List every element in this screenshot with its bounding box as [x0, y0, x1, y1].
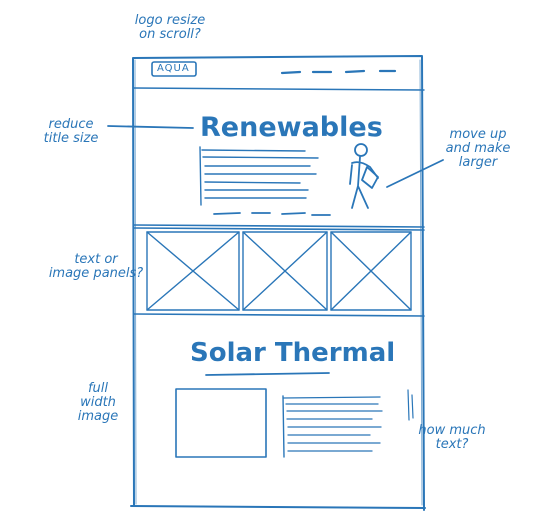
pointer-reduce-title [107, 125, 194, 129]
hero-title: Renewables [200, 112, 383, 143]
logo-box [151, 61, 197, 77]
image-panel [146, 231, 240, 311]
image-panel [242, 231, 328, 311]
image-panel [330, 231, 412, 311]
header-divider [133, 87, 425, 91]
annotation-reduce-title: reduce title size [43, 117, 99, 146]
panels-band [133, 224, 425, 317]
section-underline [205, 372, 330, 376]
annotation-logo-resize: logo resize on scroll? [134, 13, 206, 42]
page-frame [130, 55, 426, 511]
nav-links [280, 69, 397, 75]
section-title: Solar Thermal [190, 338, 396, 368]
pointer-move-up [386, 159, 444, 188]
stick-figure-icon [349, 143, 379, 209]
annotation-panels: text or image panels? [48, 252, 144, 281]
hero-link-dashes [213, 212, 331, 216]
annotation-move-up: move up and make larger [445, 127, 511, 170]
annotation-how-much-text: how much text? [418, 423, 486, 452]
hero-text-lines [201, 149, 319, 199]
logo: AQUA [157, 63, 190, 74]
content-image [175, 388, 267, 458]
annotation-full-width: full width image [77, 381, 119, 424]
content-text-lines [282, 396, 383, 452]
